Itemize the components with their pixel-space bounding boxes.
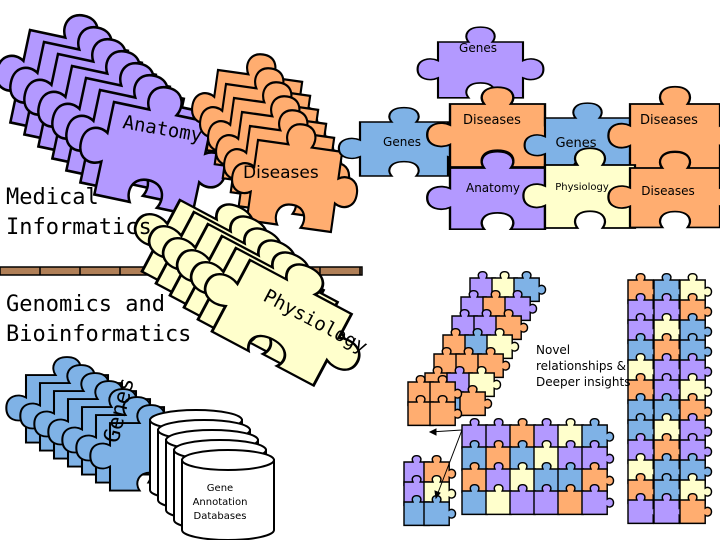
- db-label-line3: Databases: [194, 511, 247, 522]
- relationship-arrows: [428, 428, 463, 500]
- puzzle-mosaic-diagonal: [407, 270, 547, 427]
- puzzle-piece-genes-top: [416, 26, 545, 99]
- novel-label-line1: Novel: [536, 343, 570, 357]
- puzzle-label-genes-top: Genes: [459, 41, 497, 55]
- puzzle-label-diseases-center: Diseases: [463, 113, 521, 128]
- puzzle-label-genes-left: Genes: [383, 135, 421, 149]
- puzzle-label-diseases-bottom-right: Diseases: [641, 184, 694, 198]
- diseases-puzzle-stack: [185, 44, 367, 237]
- db-label-line1: Gene: [207, 483, 233, 494]
- novel-label-line2: relationships &: [536, 359, 626, 373]
- database-cylinder: [181, 449, 275, 540]
- puzzle-mosaic-tower: [627, 272, 713, 525]
- puzzle-label-genes-right: Genes: [555, 136, 596, 151]
- diseases-stack-label: Diseases: [243, 163, 319, 183]
- db-label-line2: Annotation: [193, 497, 248, 508]
- genomics-label-line1: Genomics and: [6, 292, 165, 317]
- assembled-puzzle: [337, 26, 720, 231]
- novel-label-line3: Deeper insights: [536, 375, 630, 389]
- puzzle-label-physiology-bottom: Physiology: [555, 182, 609, 193]
- medical-informatics-label-line2: Informatics: [6, 215, 152, 240]
- puzzle-label-anatomy-bottom: Anatomy: [466, 181, 520, 195]
- genomics-label-line2: Bioinformatics: [6, 322, 191, 347]
- medical-informatics-label-line1: Medical: [6, 185, 99, 210]
- gene-annotation-databases: [149, 409, 275, 540]
- puzzle-label-diseases-far-right: Diseases: [640, 113, 698, 128]
- puzzle-mosaic-bottom: [461, 417, 615, 516]
